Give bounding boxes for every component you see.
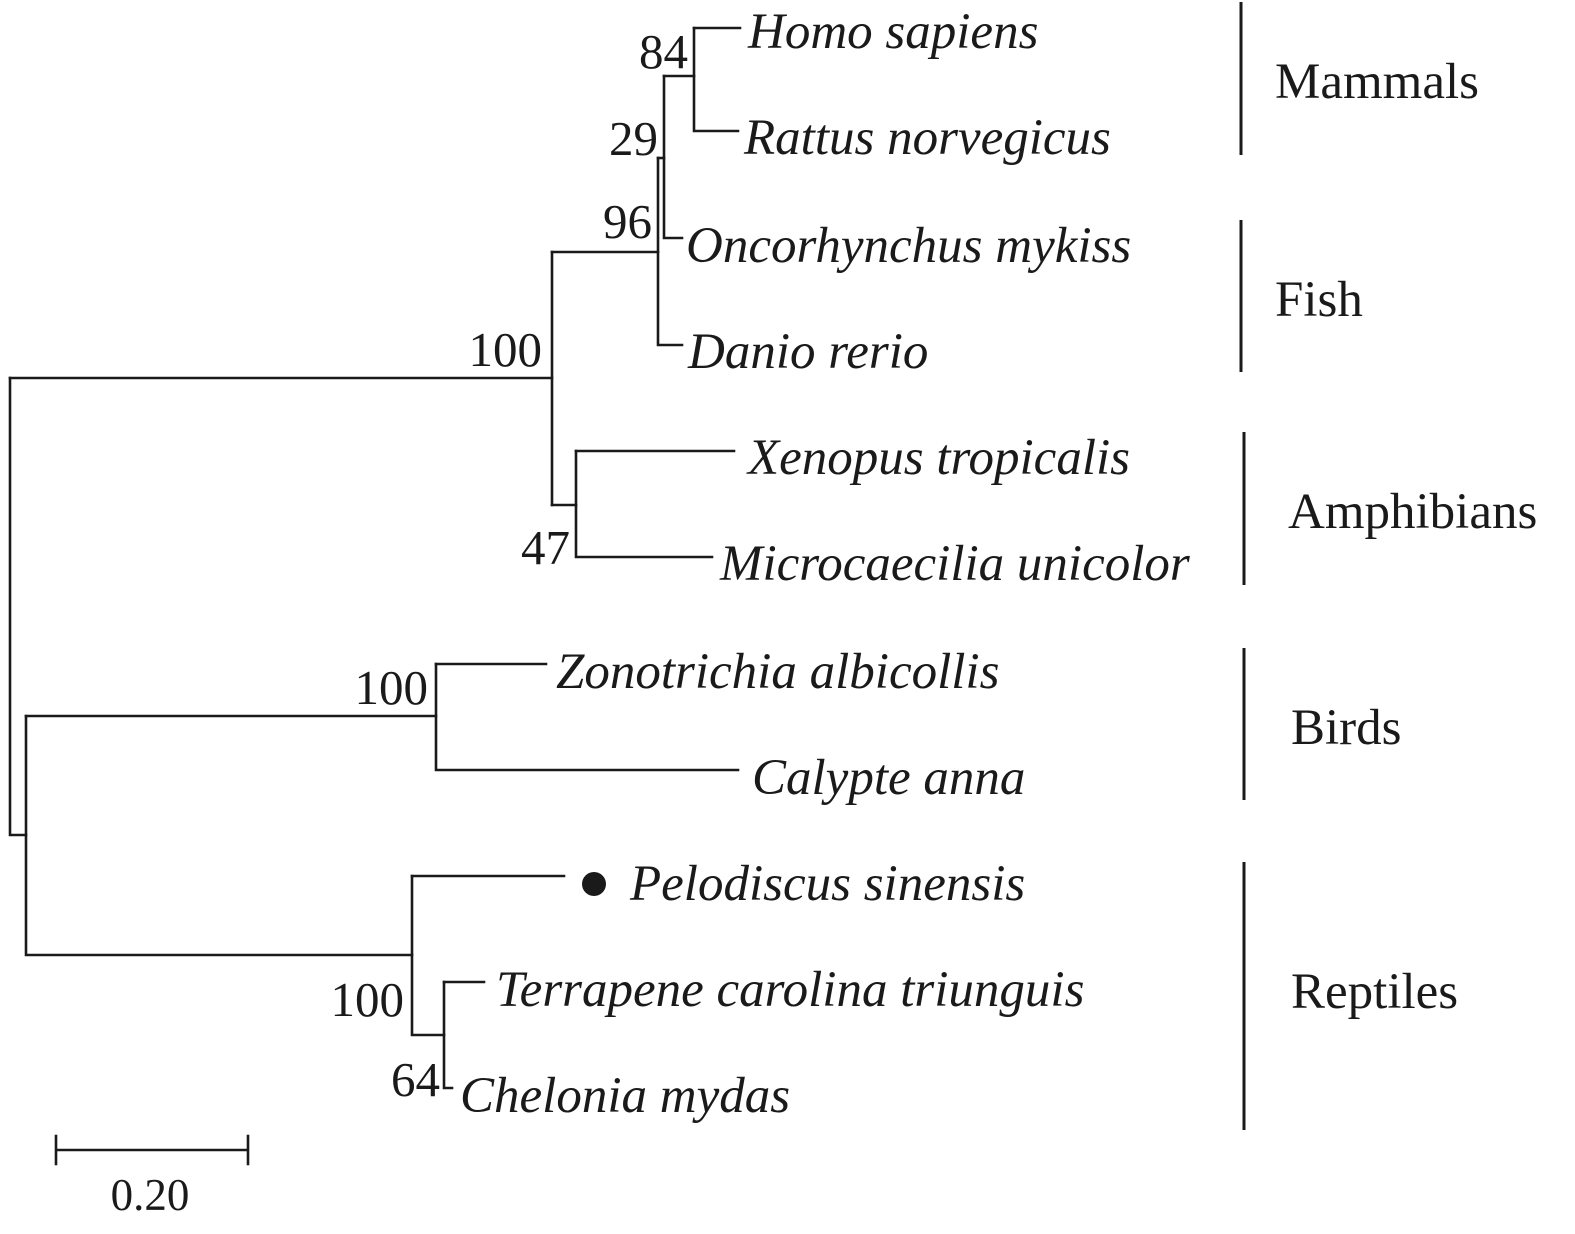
group-label-birds: Birds <box>1291 700 1402 756</box>
scale-bar: 0.20 <box>54 1134 250 1220</box>
taxon-label: Oncorhynchus mykiss <box>686 218 1131 274</box>
bootstrap-value: 96 <box>603 194 652 249</box>
branch-lower-clade <box>24 714 414 957</box>
taxon-label: Calypte anna <box>752 750 1025 806</box>
branch-birds-node <box>434 662 740 772</box>
taxon-labels: Homo sapiens Rattus norvegicus Oncorhync… <box>460 4 1190 1124</box>
bootstrap-values: 84 29 96 100 47 100 100 64 <box>331 24 689 1107</box>
taxon-label: Xenopus tropicalis <box>746 430 1130 486</box>
group-label-reptiles: Reptiles <box>1291 964 1458 1020</box>
tree-branches <box>8 26 742 1090</box>
taxon-label: Danio rerio <box>687 324 928 380</box>
branch-node-96 <box>656 156 684 347</box>
bootstrap-value: 47 <box>521 520 570 575</box>
bootstrap-value: 100 <box>331 972 405 1027</box>
branch-reptiles-node <box>410 874 446 1037</box>
branch-root <box>8 376 28 837</box>
group-label-fish: Fish <box>1275 272 1363 328</box>
branch-node-64 <box>442 980 454 1090</box>
group-labels: Mammals Fish Amphibians Birds Reptiles <box>1275 54 1537 1020</box>
bootstrap-value: 100 <box>355 660 429 715</box>
taxon-label: Zonotrichia albicollis <box>556 644 999 700</box>
taxon-label: Terrapene carolina triunguis <box>496 962 1084 1018</box>
scale-bar-label: 0.20 <box>111 1170 190 1220</box>
taxon-label: Chelonia mydas <box>460 1068 790 1124</box>
branch-node-29 <box>662 74 684 240</box>
taxon-label: Rattus norvegicus <box>743 110 1111 166</box>
taxon-label: Microcaecilia unicolor <box>719 536 1190 592</box>
branch-node-47 <box>574 449 714 559</box>
taxon-label-highlighted: Pelodiscus sinensis <box>629 856 1025 912</box>
group-label-amphibians: Amphibians <box>1288 484 1537 540</box>
bootstrap-value: 64 <box>391 1052 440 1107</box>
group-label-mammals: Mammals <box>1275 54 1479 110</box>
bootstrap-value: 29 <box>609 111 658 166</box>
bootstrap-value: 84 <box>639 24 688 79</box>
bootstrap-value: 100 <box>469 322 543 377</box>
highlight-dot-icon <box>582 872 606 896</box>
taxon-label: Homo sapiens <box>747 4 1038 60</box>
group-brackets <box>1239 2 1246 1130</box>
branch-node-84 <box>692 26 740 133</box>
scale-bar-line <box>54 1134 250 1166</box>
